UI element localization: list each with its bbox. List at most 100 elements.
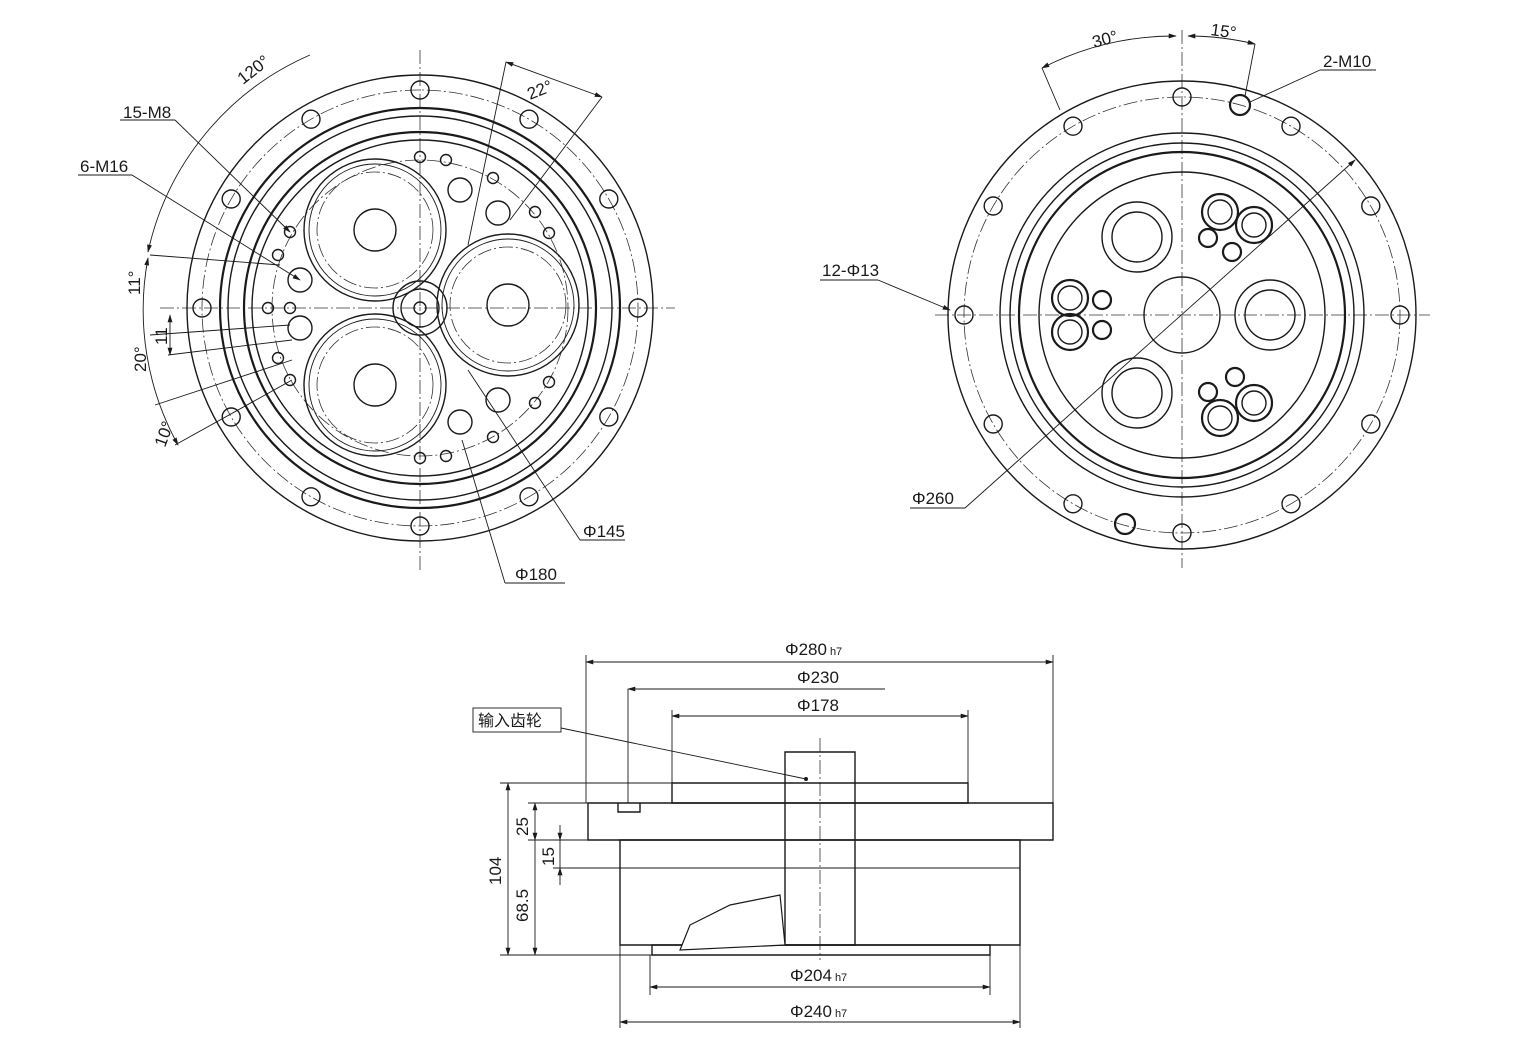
label-h15: 15: [539, 847, 558, 866]
label-input-gear: 输入齿轮: [478, 712, 542, 730]
planet-gear-right: [436, 233, 580, 377]
front-bolt-hole: [519, 487, 539, 507]
section-input-shaft: [784, 751, 856, 946]
front-hole-c: [485, 387, 511, 413]
rear-bolt-hole: [1172, 87, 1192, 107]
rear-ring-4: [1038, 171, 1326, 459]
rear-ring-2: [1009, 142, 1355, 488]
front-small-hole: [439, 449, 453, 463]
label-11: 11: [152, 327, 171, 345]
leader-input-gear-dot: [804, 777, 808, 781]
front-small-hole: [528, 396, 542, 410]
rear-bolt-hole: [1063, 116, 1083, 136]
front-hole-f: [287, 315, 313, 341]
front-small-hole: [542, 375, 556, 389]
rear-bolt-hole: [983, 414, 1003, 434]
input-gear-box: [472, 707, 562, 733]
front-ring-4: [251, 139, 589, 477]
front-bolt-hole: [221, 407, 241, 427]
planet-gear-bottom: [303, 313, 447, 457]
label-h104: 104: [486, 857, 505, 885]
section-breakout: [679, 894, 786, 951]
rear-bolt-hole: [1390, 305, 1410, 325]
front-bolt-hole: [519, 109, 539, 129]
rear-bolt-hole: [1172, 523, 1192, 543]
section-top-hub: [671, 782, 969, 804]
front-small-hole: [283, 373, 297, 387]
rear-plug-group-right-bottom: [1197, 366, 1274, 438]
label-30-deg: 30°: [1090, 27, 1120, 52]
leader-13: [877, 279, 951, 311]
rear-bolt-hole: [1063, 494, 1083, 514]
section-flange: [587, 802, 1054, 841]
front-small-hole: [486, 171, 500, 185]
rear-bolt-hole: [983, 196, 1003, 216]
leader-m8: [174, 119, 291, 233]
front-bolt-hole: [221, 189, 241, 209]
dim-arc-30: [1041, 33, 1177, 69]
label-6-m16: 6-M16: [80, 157, 128, 176]
leader-11c: [167, 339, 293, 356]
rear-outer-flange: [947, 80, 1417, 550]
front-small-hole: [486, 430, 500, 444]
rear-m10-hole-bottom: [1113, 512, 1137, 536]
rear-bolt-hole: [1281, 494, 1301, 514]
front-hole-a: [447, 177, 473, 203]
leader-11a: [149, 254, 281, 266]
front-bolt-hole: [192, 298, 212, 318]
leader-22a: [467, 61, 507, 246]
dim-d260: [964, 159, 1356, 509]
label-d145: Φ145: [583, 522, 625, 541]
leader-20: [154, 359, 293, 406]
front-small-hole: [271, 351, 285, 365]
rear-outer-holes: [954, 87, 1410, 543]
label-h25: 25: [513, 817, 532, 836]
rear-view: 30° 15° 2-M10 12-Φ13 Φ260: [820, 20, 1430, 568]
label-h68-5: 68.5: [513, 889, 532, 922]
front-bolt-hole: [301, 109, 321, 129]
front-small-hole: [439, 153, 453, 167]
front-small-hole: [413, 150, 427, 164]
rear-plug-group-left: [1050, 278, 1113, 352]
leader-10: [174, 379, 293, 446]
label-22: 22°: [524, 76, 555, 103]
front-small-hole: [283, 301, 297, 315]
dim-arc-left: [142, 257, 179, 446]
front-small-hole: [261, 301, 275, 315]
front-small-hole: [542, 226, 556, 240]
front-bolt-hole: [599, 407, 619, 427]
dim-arc-22: [505, 61, 603, 98]
front-bolt-hole: [599, 189, 619, 209]
front-small-hole: [271, 248, 285, 262]
rear-bearing-top: [1101, 201, 1173, 273]
front-bolt-hole: [628, 298, 648, 318]
label-d178: Φ178: [797, 696, 839, 715]
front-bolt-hole: [410, 516, 430, 536]
front-inner-holes: [261, 150, 556, 465]
front-view: 120° 22° 15-M8 6-M16 11° 11 20° 10° Φ145…: [78, 50, 675, 584]
rear-m10-hole-top: [1228, 93, 1252, 117]
sun-gear: [392, 280, 448, 336]
front-hole-d: [447, 409, 473, 435]
rear-bolt-hole: [1281, 116, 1301, 136]
leader-22b: [509, 96, 603, 221]
front-ring-1: [218, 106, 622, 510]
front-inner-pcd: [271, 159, 569, 457]
label-d180: Φ180: [515, 565, 557, 584]
rear-bearing-right: [1234, 279, 1306, 351]
label-12-d13: 12-Φ13: [822, 261, 879, 280]
rear-ring-1: [999, 132, 1365, 498]
label-20-deg: 20°: [131, 346, 150, 372]
label-120: 120°: [234, 52, 273, 89]
leader-180: [461, 439, 506, 584]
front-small-hole: [528, 205, 542, 219]
rear-bolt-hole: [1361, 414, 1381, 434]
leader-m16: [131, 174, 301, 281]
front-ring-2: [227, 115, 613, 501]
front-bolt-hole: [410, 80, 430, 100]
label-15-m8: 15-M8: [123, 103, 171, 122]
front-outer-flange: [186, 74, 654, 542]
